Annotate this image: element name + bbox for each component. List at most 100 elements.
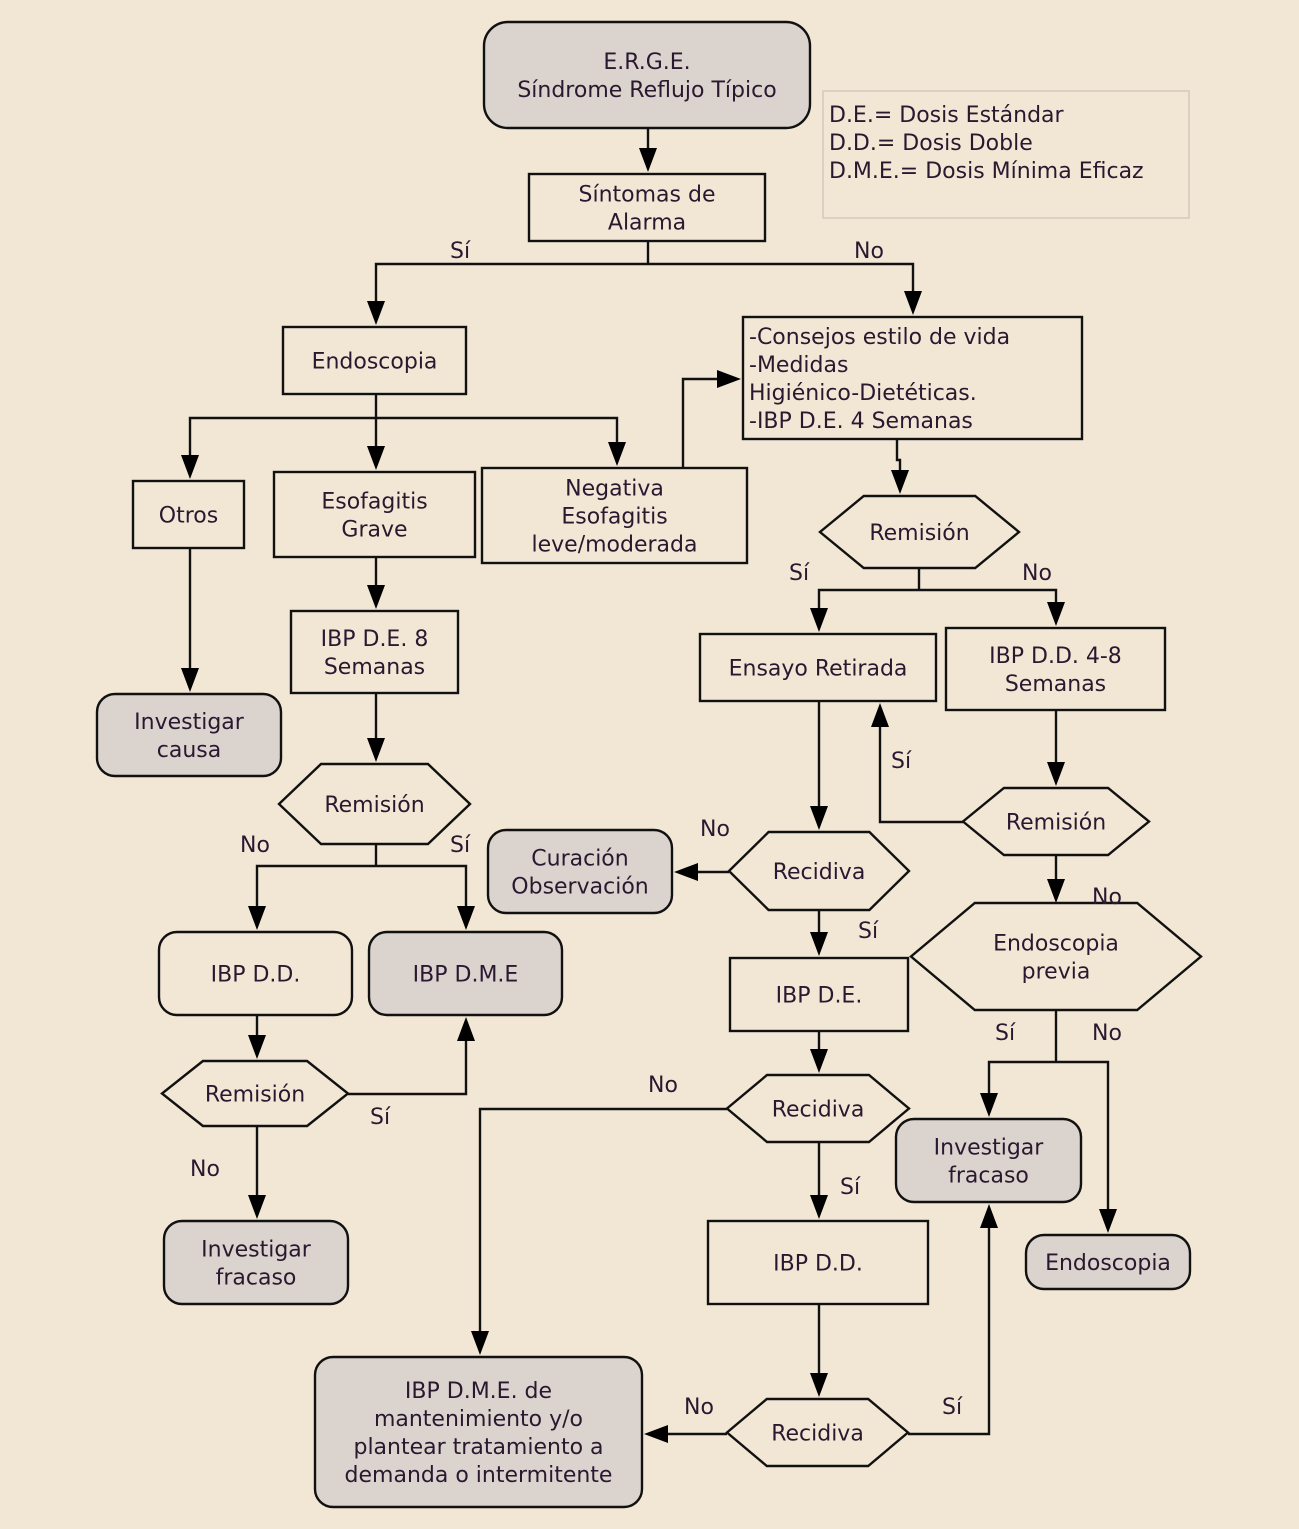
arrowhead-down-icon	[639, 148, 657, 172]
decision-hexagon	[160, 1059, 350, 1128]
node-text-line: Observación	[511, 875, 648, 900]
edge-label-si: Sí	[858, 919, 879, 944]
node-text-line: IBP D.E.	[776, 984, 863, 1009]
edge-label-no: No	[240, 833, 270, 858]
decision-hexagon	[961, 786, 1151, 857]
arrowhead-down-icon	[248, 906, 266, 930]
process-box	[272, 470, 477, 559]
edge-label-no: No	[648, 1073, 678, 1098]
arrowhead-down-icon	[367, 738, 385, 762]
edge-labels: Sí No Sí No Sí No No Sí No Sí Sí No Sí N…	[190, 239, 1122, 1420]
arrowhead-down-icon	[457, 906, 475, 930]
node-otros: Otros	[131, 479, 246, 550]
edge-label-no: No	[684, 1395, 714, 1420]
edge-recidiva3-si	[908, 1228, 991, 1436]
node-text-line: Higiénico-Dietéticas.	[749, 381, 977, 406]
arrowhead-up-icon	[980, 1204, 998, 1228]
node-text-line: causa	[157, 738, 221, 763]
arrowhead-down-icon	[810, 608, 828, 632]
node-text-line: Semanas	[1005, 672, 1106, 697]
edge-label-si: Sí	[840, 1175, 861, 1200]
node-endoscopia-r: Endoscopia	[1024, 1233, 1192, 1291]
node-recidiva1: Recidiva	[727, 830, 911, 912]
arrowhead-down-icon	[367, 446, 385, 470]
arrowhead-left-icon	[644, 1425, 668, 1443]
node-ibp-de: IBP D.E.	[728, 956, 910, 1033]
node-text-line: Investigar	[934, 1136, 1045, 1161]
node-ibp-dd-c: IBP D.D.	[706, 1219, 930, 1306]
arrowhead-down-icon	[891, 470, 909, 494]
node-text-line: Curación	[531, 847, 628, 872]
arrowhead-down-icon	[810, 1049, 828, 1073]
arrowhead-down-icon	[904, 291, 922, 315]
node-remision-l: Remisión	[277, 762, 472, 846]
node-text-line: Endoscopia	[993, 932, 1119, 957]
edge-label-no: No	[190, 1157, 220, 1182]
edge-recidiva2-no	[478, 1107, 727, 1332]
process-box	[944, 626, 1167, 712]
edge-label-no: No	[1092, 885, 1122, 910]
legend-frame	[822, 90, 1190, 219]
node-text-line: Investigar	[201, 1238, 312, 1263]
terminal-rounded-box	[157, 930, 354, 1017]
node-text-line: demanda o intermitente	[345, 1463, 613, 1488]
node-investigar-fracaso-r: Investigar fracaso	[894, 1117, 1083, 1204]
node-remision-l2: Remisión	[160, 1059, 350, 1128]
node-recidiva2: Recidiva	[725, 1073, 911, 1144]
node-text-line: Negativa	[565, 477, 664, 502]
legend-line: D.E.= Dosis Estándar	[829, 103, 1065, 128]
node-remision-r: Remisión	[818, 494, 1021, 570]
process-box	[741, 315, 1084, 441]
arrowhead-down-icon	[810, 806, 828, 830]
arrowhead-down-icon	[1047, 879, 1065, 903]
edge-label-si: Sí	[789, 561, 810, 586]
node-text-line: Endoscopia	[312, 350, 438, 375]
edge-endoscopia-negativa	[376, 416, 619, 446]
edge-negativa-consejos	[681, 377, 720, 467]
node-recidiva3: Recidiva	[725, 1397, 910, 1468]
edge-label-si: Sí	[370, 1105, 391, 1130]
node-text-line: previa	[1022, 960, 1091, 985]
terminal-rounded-box	[894, 1117, 1083, 1204]
edge-sintomas-si	[374, 262, 648, 302]
process-box	[527, 172, 767, 243]
decision-hexagon	[277, 762, 472, 846]
node-endoscopia-previa: Endoscopia previa	[909, 901, 1203, 1012]
node-text-line: IBP D.D.	[211, 963, 301, 988]
edge-label-si: Sí	[450, 239, 471, 264]
edge-label-si: Sí	[450, 833, 471, 858]
arrowhead-up-icon	[457, 1017, 475, 1041]
edge-endoscopia-otros	[188, 416, 376, 458]
arrowhead-down-icon	[181, 668, 199, 692]
node-text-line: Esofagitis	[321, 490, 427, 515]
arrowhead-down-icon	[367, 301, 385, 325]
node-text-line: Recidiva	[772, 1098, 865, 1123]
node-text-line: Remisión	[1006, 811, 1106, 836]
edge-label-si: Sí	[891, 749, 912, 774]
terminal-rounded-box	[1024, 1233, 1192, 1291]
process-box	[281, 325, 468, 396]
process-box	[131, 479, 246, 550]
edge-label-si: Sí	[942, 1395, 963, 1420]
node-text-line: Remisión	[324, 793, 424, 818]
edge-label-no: No	[1092, 1021, 1122, 1046]
arrowhead-down-icon	[980, 1093, 998, 1117]
decision-hexagon	[725, 1397, 910, 1468]
edge-consejos-remision	[895, 439, 902, 474]
node-text-line: fracaso	[216, 1266, 297, 1291]
arrowhead-up-icon	[871, 703, 889, 727]
connectors	[188, 128, 1110, 1436]
decision-hexagon	[725, 1073, 911, 1144]
node-text-line: mantenimiento y/o	[374, 1407, 583, 1432]
nodes: E.R.G.E.Síndrome Reflujo TípicoSíntomas …	[95, 20, 1203, 1509]
process-box	[698, 632, 938, 703]
arrowhead-down-icon	[1099, 1209, 1117, 1233]
process-box	[289, 609, 460, 695]
node-text-line: fracaso	[948, 1164, 1029, 1189]
node-consejos: -Consejos estilo de vida-MedidasHigiénic…	[741, 315, 1084, 441]
